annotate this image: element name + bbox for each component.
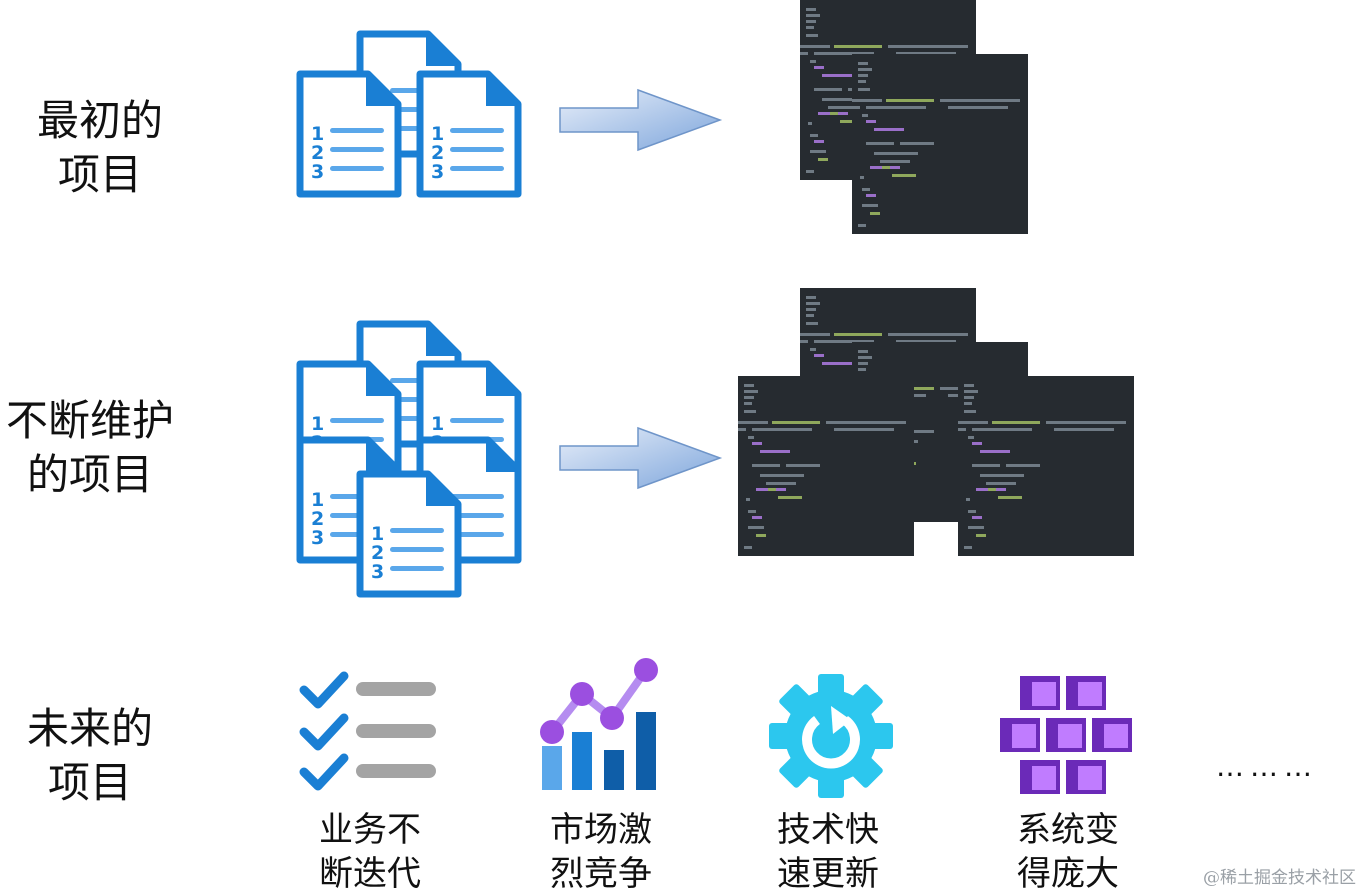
document-stack-maintained [296,318,528,600]
code-screens-initial [800,0,1028,234]
ellipsis: ……… [1216,750,1318,783]
gear-refresh-icon [769,674,893,798]
feature-caption-tech: 技术快 速更新 [777,810,879,894]
container-grid-icon [1000,676,1132,794]
row-label-future: 未来的 项目 [26,704,153,807]
watermark: @稀土掘金技术社区 [1203,868,1356,888]
arrow-right-initial [559,89,721,151]
feature-caption-system: 系统变 得庞大 [1017,810,1119,894]
feature-caption-market: 市场激 烈竞争 [550,810,652,894]
row-label-initial: 最初的 项目 [36,96,163,199]
document-stack-initial [296,28,528,200]
arrow-right-maintained [559,427,721,489]
chart-icon [540,658,658,790]
code-screens-maintained [738,288,1134,556]
row-label-maintained: 不断维护 的项目 [5,396,174,499]
feature-caption-business: 业务不 断迭代 [319,810,421,894]
checklist-icon [299,671,436,791]
